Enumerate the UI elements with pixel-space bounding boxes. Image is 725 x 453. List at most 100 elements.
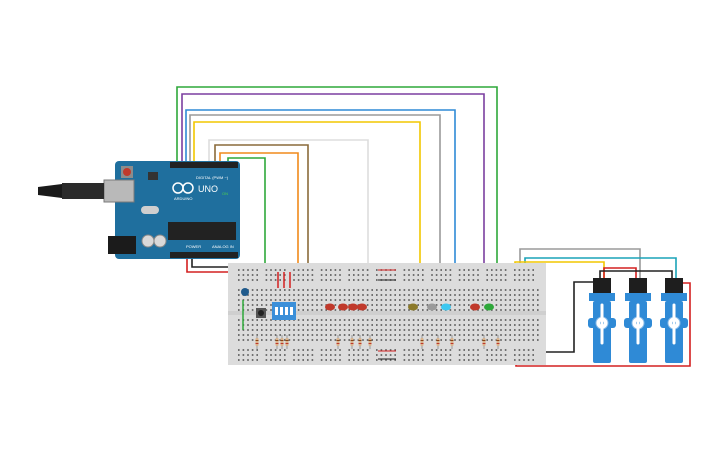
breadboard-hole[interactable] bbox=[330, 299, 332, 301]
breadboard-hole[interactable] bbox=[385, 339, 387, 341]
breadboard-hole[interactable] bbox=[463, 309, 465, 311]
breadboard-hole[interactable] bbox=[311, 334, 314, 336]
breadboard-hole[interactable] bbox=[504, 339, 507, 341]
breadboard-hole[interactable] bbox=[408, 274, 410, 276]
breadboard-hole[interactable] bbox=[408, 334, 410, 336]
breadboard-hole[interactable] bbox=[320, 294, 323, 296]
breadboard-hole[interactable] bbox=[325, 274, 327, 276]
breadboard-hole[interactable] bbox=[481, 299, 484, 301]
breadboard-hole[interactable] bbox=[265, 319, 268, 321]
breadboard-hole[interactable] bbox=[311, 339, 314, 341]
breadboard-hole[interactable] bbox=[325, 294, 327, 296]
breadboard-hole[interactable] bbox=[380, 339, 383, 341]
breadboard-hole[interactable] bbox=[297, 299, 300, 301]
breadboard-hole[interactable] bbox=[477, 339, 479, 341]
breadboard-hole[interactable] bbox=[449, 299, 452, 301]
breadboard-hole[interactable] bbox=[265, 359, 268, 361]
breadboard-hole[interactable] bbox=[284, 269, 286, 271]
breadboard-hole[interactable] bbox=[334, 339, 337, 341]
breadboard-hole[interactable] bbox=[495, 274, 498, 276]
breadboard-hole[interactable] bbox=[504, 329, 507, 331]
breadboard-hole[interactable] bbox=[366, 324, 369, 326]
breadboard-hole[interactable] bbox=[403, 274, 406, 276]
breadboard-hole[interactable] bbox=[343, 299, 346, 301]
breadboard-hole[interactable] bbox=[293, 299, 295, 301]
breadboard-hole[interactable] bbox=[316, 334, 318, 336]
breadboard-hole[interactable] bbox=[325, 354, 327, 356]
breadboard-hole[interactable] bbox=[251, 354, 254, 356]
breadboard-hole[interactable] bbox=[440, 349, 442, 351]
breadboard-hole[interactable] bbox=[445, 319, 447, 321]
breadboard-hole[interactable] bbox=[527, 329, 530, 331]
breadboard-hole[interactable] bbox=[348, 324, 350, 326]
breadboard-hole[interactable] bbox=[311, 349, 314, 351]
breadboard-hole[interactable] bbox=[279, 269, 281, 271]
breadboard-hole[interactable] bbox=[389, 294, 392, 296]
breadboard-hole[interactable] bbox=[527, 294, 530, 296]
breadboard-hole[interactable] bbox=[376, 279, 378, 281]
breadboard-hole[interactable] bbox=[500, 294, 502, 296]
breadboard-hole[interactable] bbox=[270, 309, 272, 311]
breadboard-hole[interactable] bbox=[293, 289, 295, 291]
breadboard-hole[interactable] bbox=[325, 309, 327, 311]
breadboard-hole[interactable] bbox=[320, 349, 323, 351]
breadboard-hole[interactable] bbox=[463, 329, 465, 331]
breadboard-hole[interactable] bbox=[307, 354, 309, 356]
breadboard-hole[interactable] bbox=[454, 299, 456, 301]
breadboard-hole[interactable] bbox=[302, 349, 304, 351]
breadboard-hole[interactable] bbox=[284, 274, 286, 276]
servo-3[interactable] bbox=[660, 278, 688, 363]
breadboard-hole[interactable] bbox=[422, 319, 424, 321]
breadboard-hole[interactable] bbox=[247, 269, 249, 271]
breadboard-hole[interactable] bbox=[297, 354, 300, 356]
breadboard-hole[interactable] bbox=[353, 289, 355, 291]
wire-black-servo-2[interactable] bbox=[599, 270, 673, 282]
breadboard-hole[interactable] bbox=[472, 274, 475, 276]
breadboard-hole[interactable] bbox=[343, 339, 346, 341]
breadboard-hole[interactable] bbox=[468, 349, 470, 351]
breadboard-hole[interactable] bbox=[270, 339, 272, 341]
wire-brown[interactable] bbox=[214, 144, 309, 290]
breadboard-hole[interactable] bbox=[477, 329, 479, 331]
breadboard-hole[interactable] bbox=[348, 359, 350, 361]
breadboard-hole[interactable] bbox=[472, 339, 475, 341]
breadboard-hole[interactable] bbox=[380, 354, 383, 356]
breadboard-hole[interactable] bbox=[481, 324, 484, 326]
breadboard-hole[interactable] bbox=[412, 279, 415, 281]
breadboard-hole[interactable] bbox=[394, 289, 396, 291]
breadboard-hole[interactable] bbox=[284, 279, 286, 281]
breadboard-hole[interactable] bbox=[339, 269, 341, 271]
breadboard-hole[interactable] bbox=[376, 329, 378, 331]
breadboard-hole[interactable] bbox=[422, 324, 424, 326]
breadboard-hole[interactable] bbox=[472, 329, 475, 331]
breadboard-hole[interactable] bbox=[297, 359, 300, 361]
breadboard-hole[interactable] bbox=[297, 274, 300, 276]
breadboard-hole[interactable] bbox=[265, 294, 268, 296]
breadboard-hole[interactable] bbox=[334, 309, 337, 311]
breadboard-hole[interactable] bbox=[399, 304, 401, 306]
breadboard-hole[interactable] bbox=[408, 329, 410, 331]
breadboard-hole[interactable] bbox=[307, 334, 309, 336]
breadboard-hole[interactable] bbox=[357, 294, 360, 296]
breadboard-hole[interactable] bbox=[495, 329, 498, 331]
breadboard-hole[interactable] bbox=[330, 319, 332, 321]
breadboard-hole[interactable] bbox=[270, 324, 272, 326]
wire-orange[interactable] bbox=[219, 152, 299, 290]
breadboard-hole[interactable] bbox=[371, 324, 373, 326]
breadboard-hole[interactable] bbox=[537, 319, 539, 321]
breadboard-hole[interactable] bbox=[311, 269, 314, 271]
breadboard-hole[interactable] bbox=[403, 299, 406, 301]
breadboard-hole[interactable] bbox=[481, 319, 484, 321]
breadboard-hole[interactable] bbox=[468, 274, 470, 276]
breadboard-hole[interactable] bbox=[265, 354, 268, 356]
breadboard-hole[interactable] bbox=[270, 294, 272, 296]
breadboard-hole[interactable] bbox=[445, 354, 447, 356]
breadboard-hole[interactable] bbox=[348, 289, 350, 291]
breadboard-hole[interactable] bbox=[504, 299, 507, 301]
breadboard-hole[interactable] bbox=[518, 324, 521, 326]
breadboard-hole[interactable] bbox=[518, 299, 521, 301]
breadboard-hole[interactable] bbox=[348, 294, 350, 296]
breadboard-hole[interactable] bbox=[320, 274, 323, 276]
breadboard-hole[interactable] bbox=[422, 329, 424, 331]
breadboard-hole[interactable] bbox=[454, 289, 456, 291]
